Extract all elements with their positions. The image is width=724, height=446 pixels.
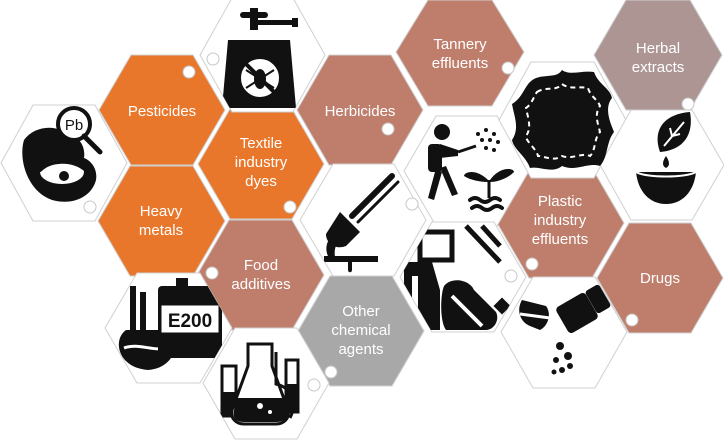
- dot-bottles: [504, 269, 518, 283]
- dot-farmer: [405, 197, 419, 211]
- dot-herbal: [681, 97, 695, 111]
- hex-herbicides: [296, 54, 424, 166]
- food-additive-icon: E200: [118, 278, 222, 370]
- hex-textile: [197, 108, 325, 220]
- dot-other-chemical: [324, 365, 338, 379]
- farmer-spraying-icon: [428, 124, 514, 212]
- lab-flasks-icon: [220, 342, 300, 426]
- dot-flasks: [307, 378, 321, 392]
- plastic-bottles-icon: [404, 224, 511, 330]
- pill-bottle-icon: [519, 284, 611, 375]
- dot-plastic: [525, 257, 539, 271]
- dot-tannery: [501, 61, 515, 75]
- hex-other-chemical: [297, 275, 425, 387]
- leather-hide-icon: [512, 70, 614, 170]
- dot-food-additives: [205, 266, 219, 280]
- dot-lead: [83, 200, 97, 214]
- dot-drugs: [625, 313, 639, 327]
- hex-tannery: [395, 0, 525, 107]
- food-code-label: E200: [168, 311, 212, 332]
- dot-pesticides: [182, 65, 196, 79]
- lead-icon: Pb: [22, 106, 103, 202]
- herbal-leaf-bowl-icon: [635, 112, 697, 204]
- hex-pesticides: [98, 54, 226, 166]
- hex-drugs: [596, 222, 724, 334]
- sprayer-no-bug-icon: [222, 8, 298, 108]
- hex-leaf-icon: [599, 109, 724, 221]
- paint-brush-icon: [324, 173, 400, 273]
- hex-heavy-metals: [97, 165, 226, 277]
- hex-herbal: [593, 0, 723, 111]
- dot-textile: [283, 200, 297, 214]
- lead-symbol: Pb: [65, 117, 83, 134]
- dot-sprayer: [206, 52, 220, 66]
- dot-herbicides: [381, 122, 395, 136]
